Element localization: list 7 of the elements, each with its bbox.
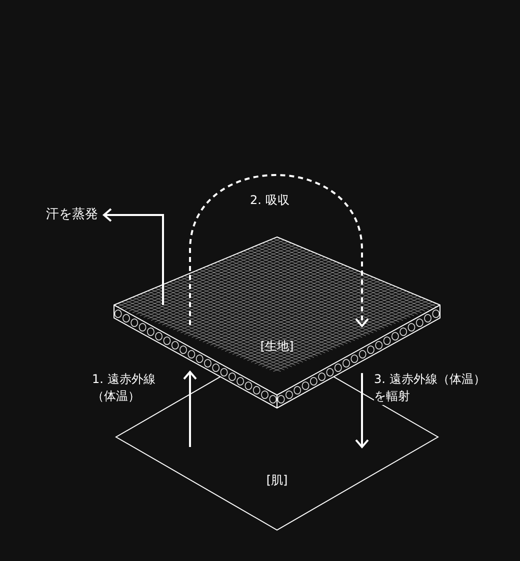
layer-label: [生地]	[260, 338, 294, 354]
arrow	[103, 208, 164, 305]
arrow	[183, 370, 197, 447]
caption-text: 汗を蒸発	[46, 207, 98, 223]
arrow	[355, 373, 369, 448]
arrow	[189, 174, 369, 327]
layer-label: [肌]	[266, 472, 288, 488]
